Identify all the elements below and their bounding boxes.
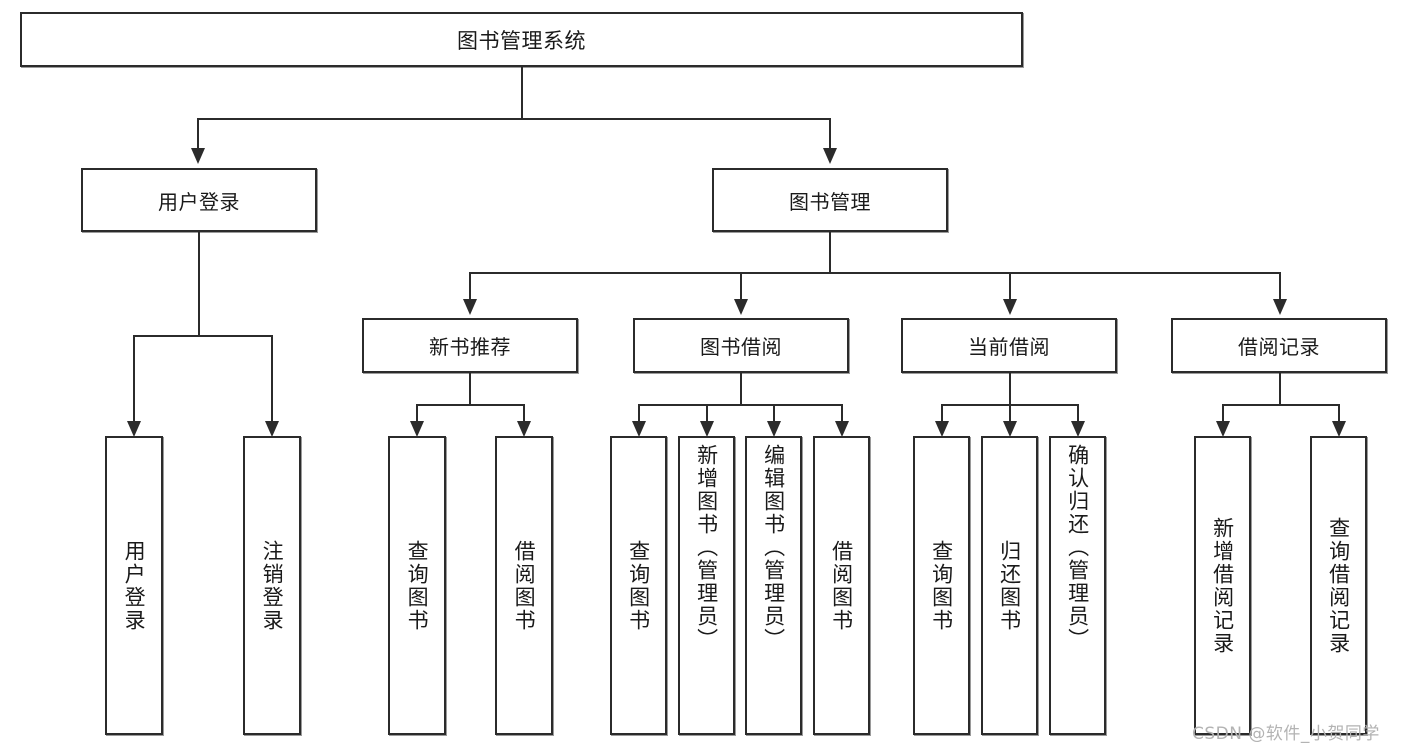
connector-level2-drop-new-book — [469, 272, 471, 299]
connector-book-borrow-bus — [638, 404, 841, 406]
arrowhead-current-borrow — [1003, 299, 1017, 315]
connector-level1-drop-user-login — [197, 118, 199, 148]
node-user-login[interactable]: 用户登录 — [81, 168, 317, 232]
leaf-edit-book-admin[interactable]: 编辑图书（管理员） — [745, 436, 802, 735]
connector-book-borrow-drop-1 — [638, 404, 640, 421]
node-label: 图书借阅 — [700, 335, 782, 359]
connector-level2-drop-book-borrow — [740, 272, 742, 299]
connector-book-borrow-drop-4 — [841, 404, 843, 421]
leaf-query-book-current[interactable]: 查询图书 — [913, 436, 970, 735]
arrowhead-new-book-recommend — [463, 299, 477, 315]
leaf-borrow-book-new-recommend[interactable]: 借阅图书 — [495, 436, 553, 735]
leaf-query-book-borrow[interactable]: 查询图书 — [610, 436, 667, 735]
leaf-user-login[interactable]: 用户登录 — [105, 436, 163, 735]
node-label: 新增图书（管理员） — [694, 444, 719, 651]
connector-book-borrow-drop-3 — [773, 404, 775, 421]
arrowhead-leaf-book-borrow-3 — [767, 421, 781, 437]
connector-book-borrow-drop-2 — [706, 404, 708, 421]
node-label: 借阅图书 — [512, 539, 537, 632]
node-book-borrow[interactable]: 图书借阅 — [633, 318, 849, 373]
arrowhead-leaf-new-book-1 — [410, 421, 424, 437]
connector-new-book-drop-2 — [523, 404, 525, 421]
node-borrow-record[interactable]: 借阅记录 — [1171, 318, 1387, 373]
connector-borrow-record-stem — [1279, 373, 1281, 404]
node-label: 查询借阅记录 — [1326, 516, 1351, 655]
connector-level1-bus — [197, 118, 830, 120]
arrowhead-leaf-user-login-2 — [265, 421, 279, 437]
node-book-management[interactable]: 图书管理 — [712, 168, 948, 232]
node-label: 当前借阅 — [968, 335, 1050, 359]
arrowhead-leaf-new-book-2 — [517, 421, 531, 437]
arrowhead-leaf-book-borrow-1 — [632, 421, 646, 437]
arrowhead-leaf-current-borrow-1 — [935, 421, 949, 437]
arrowhead-leaf-borrow-record-2 — [1332, 421, 1346, 437]
arrowhead-leaf-user-login-1 — [127, 421, 141, 437]
node-label: 图书管理系统 — [457, 28, 586, 53]
connector-level2-drop-borrow-record — [1279, 272, 1281, 299]
node-label: 确认归还（管理员） — [1065, 444, 1090, 651]
connector-level2-drop-current-borrow — [1009, 272, 1011, 299]
node-label: 查询图书 — [929, 539, 954, 632]
arrowhead-leaf-book-borrow-4 — [835, 421, 849, 437]
connector-user-login-drop-1 — [133, 335, 135, 421]
connector-level2-bus — [469, 272, 1281, 274]
leaf-confirm-return-admin[interactable]: 确认归还（管理员） — [1049, 436, 1106, 735]
leaf-return-book[interactable]: 归还图书 — [981, 436, 1038, 735]
connector-new-book-stem — [469, 373, 471, 404]
connector-current-borrow-drop-1 — [941, 404, 943, 421]
connector-current-borrow-drop-3 — [1077, 404, 1079, 421]
connector-current-borrow-drop-2 — [1009, 404, 1011, 421]
connector-book-borrow-stem — [740, 373, 742, 404]
node-label: 用户登录 — [122, 539, 147, 632]
connector-current-borrow-stem — [1009, 373, 1011, 404]
connector-borrow-record-bus — [1222, 404, 1338, 406]
connector-new-book-drop-1 — [416, 404, 418, 421]
connector-user-login-drop-2 — [271, 335, 273, 421]
connector-level1-drop-book-management — [829, 118, 831, 148]
node-label: 图书管理 — [789, 189, 871, 214]
connector-book-management-stem — [829, 232, 831, 272]
node-new-book-recommend[interactable]: 新书推荐 — [362, 318, 578, 373]
leaf-query-book-new-recommend[interactable]: 查询图书 — [388, 436, 446, 735]
connector-borrow-record-drop-1 — [1222, 404, 1224, 421]
arrowhead-book-borrow — [734, 299, 748, 315]
arrowhead-leaf-current-borrow-3 — [1071, 421, 1085, 437]
node-label: 用户登录 — [158, 189, 240, 214]
connector-borrow-record-drop-2 — [1338, 404, 1340, 421]
arrowhead-book-management — [823, 148, 837, 164]
connector-user-login-bus — [133, 335, 271, 337]
node-label: 注销登录 — [260, 539, 285, 632]
leaf-logout[interactable]: 注销登录 — [243, 436, 301, 735]
node-root-book-management-system[interactable]: 图书管理系统 — [20, 12, 1023, 67]
node-label: 编辑图书（管理员） — [761, 444, 786, 651]
arrowhead-leaf-book-borrow-2 — [700, 421, 714, 437]
leaf-add-borrow-record[interactable]: 新增借阅记录 — [1194, 436, 1251, 735]
watermark: CSDN @软件_小贺同学 — [1192, 724, 1380, 744]
node-label: 借阅记录 — [1238, 335, 1320, 359]
node-label: 借阅图书 — [829, 539, 854, 632]
arrowhead-user-login — [191, 148, 205, 164]
leaf-borrow-book[interactable]: 借阅图书 — [813, 436, 870, 735]
node-label: 归还图书 — [997, 539, 1022, 632]
arrowhead-leaf-borrow-record-1 — [1216, 421, 1230, 437]
node-label: 新增借阅记录 — [1210, 516, 1235, 655]
node-current-borrow[interactable]: 当前借阅 — [901, 318, 1117, 373]
leaf-add-book-admin[interactable]: 新增图书（管理员） — [678, 436, 735, 735]
connector-user-login-stem — [198, 232, 200, 335]
arrowhead-leaf-current-borrow-2 — [1003, 421, 1017, 437]
node-label: 查询图书 — [626, 539, 651, 632]
connector-new-book-bus — [416, 404, 523, 406]
connector-root-stem — [521, 67, 523, 118]
leaf-query-borrow-record[interactable]: 查询借阅记录 — [1310, 436, 1367, 735]
node-label: 查询图书 — [405, 539, 430, 632]
arrowhead-borrow-record — [1273, 299, 1287, 315]
node-label: 新书推荐 — [429, 335, 511, 359]
